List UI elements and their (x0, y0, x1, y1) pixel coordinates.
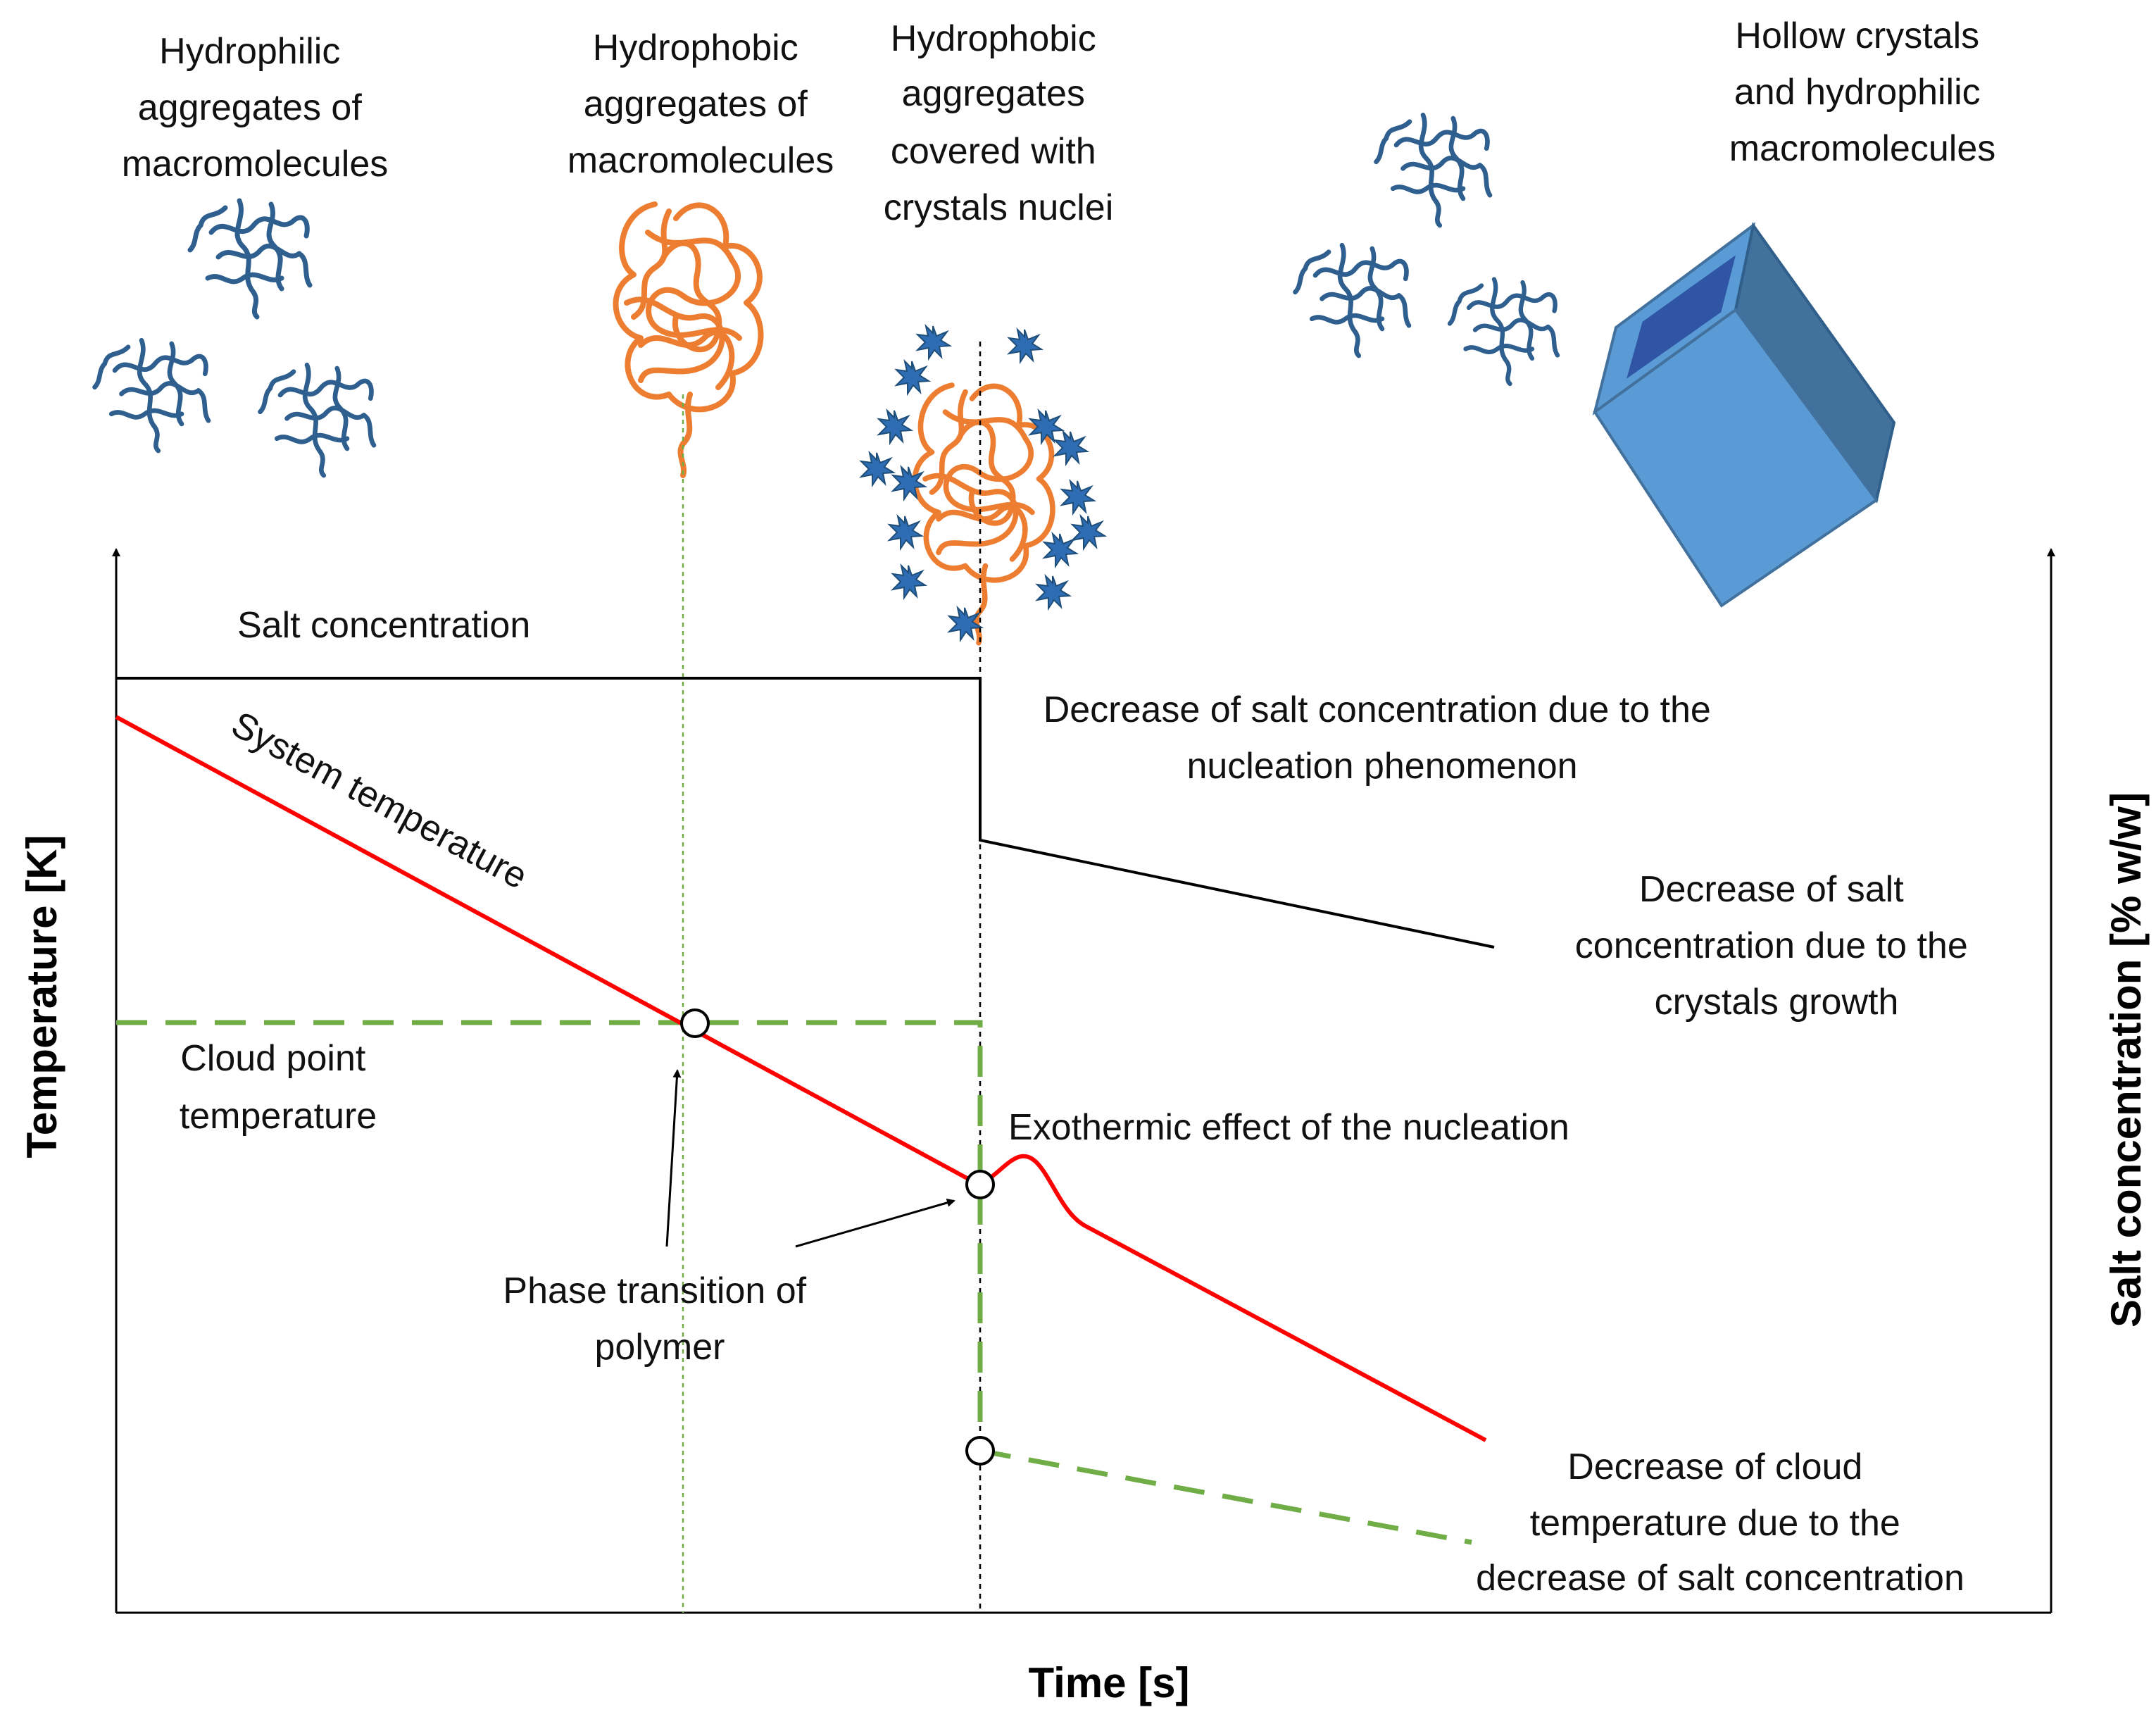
hydrophilic-aggregates-illustration (95, 201, 375, 475)
label-exothermic: Exothermic effect of the nucleation (1008, 1107, 1569, 1148)
phase-transition-arrow-2 (795, 1199, 955, 1248)
phase-transition-marker (680, 1008, 710, 1038)
y-right-axis-title: Salt concentration [% w/w] (2102, 792, 2150, 1328)
label-salt-concentration: Salt concentration (237, 605, 530, 646)
hollow-crystal-illustration (1296, 115, 1896, 608)
nucleated-aggregates-illustration (860, 325, 1105, 643)
label-growth-drop: Decrease of salt concentration due to th… (1575, 869, 1978, 1023)
label-hydrophobic-stage: Hydrophobic aggregates of macromolecules (568, 27, 834, 181)
y-left-axis-title: Temperature [K] (18, 835, 65, 1158)
cloud-drop-marker (965, 1436, 995, 1466)
nucleation-marker (965, 1170, 995, 1199)
axes (112, 548, 2055, 1614)
label-nuclei-stage: Hydrophobic aggregates covered with crys… (884, 18, 1114, 228)
cloud-temperature-decrease-line (979, 1448, 1472, 1545)
label-nucleation-drop: Decrease of salt concentration due to th… (1043, 689, 1722, 787)
cloud-point-line (116, 1020, 983, 1451)
system-temperature-line (115, 715, 1487, 1442)
salt-concentration-line (116, 677, 1495, 949)
label-hollow-stage: Hollow crystals and hydrophilic macromol… (1729, 15, 1996, 169)
label-cloud-point: Cloud point temperature (180, 1038, 377, 1137)
x-axis-title: Time [s] (1029, 1659, 1190, 1706)
phase-transition-arrow-1 (665, 1069, 682, 1247)
label-cloud-decrease: Decrease of cloud temperature due to the… (1476, 1447, 1964, 1599)
label-hydrophilic-stage: Hydrophilic aggregates of macromolecules (122, 31, 389, 185)
label-phase-transition: Phase transition of polymer (503, 1270, 816, 1368)
hydrophobic-aggregates-illustration (616, 204, 761, 475)
